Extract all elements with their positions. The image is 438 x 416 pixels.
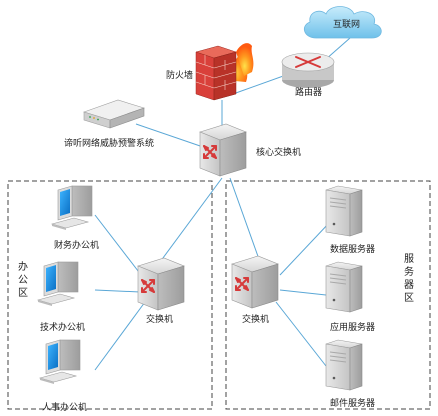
server-switch-label: 交换机 [242,313,269,324]
finance-pc-label: 财务办公机 [54,239,99,250]
internet-label: 互联网 [333,19,360,29]
tech-pc-label: 技术办公机 [40,321,85,332]
app-server-label: 应用服务器 [330,321,375,332]
firewall-icon [195,43,254,101]
monitor-label: 谛听网络威胁预警系统 [64,137,154,148]
svg-text:服务器区: 服务器区 [404,253,414,304]
svg-text:办公区: 办公区 [18,260,28,299]
core-switch-icon [199,123,247,177]
links [94,37,351,371]
mail-server-icon [325,339,363,391]
router-icon [281,52,335,88]
internet-cloud-icon [303,6,382,39]
db-server-label: 数据服务器 [330,243,375,254]
db-server-icon [325,185,363,237]
core-switch-label: 核心交换机 [256,146,301,157]
mail-server-label: 邮件服务器 [330,397,375,408]
monitor-appliance-icon [83,99,145,129]
office-switch-icon [137,257,185,311]
router-label: 路由器 [295,86,322,97]
office-zone-label: 办公区 [18,260,28,299]
hr-pc-icon [39,339,81,385]
office-switch-label: 交换机 [146,313,173,324]
app-server-icon [325,261,363,313]
hr-pc-label: 人事办公机 [42,401,87,412]
firewall-label: 防火墙 [166,69,193,80]
server-zone-label: 服务器区 [404,253,414,304]
server-switch-icon [231,255,279,309]
tech-pc-icon [37,261,79,307]
finance-pc-icon [51,185,93,231]
